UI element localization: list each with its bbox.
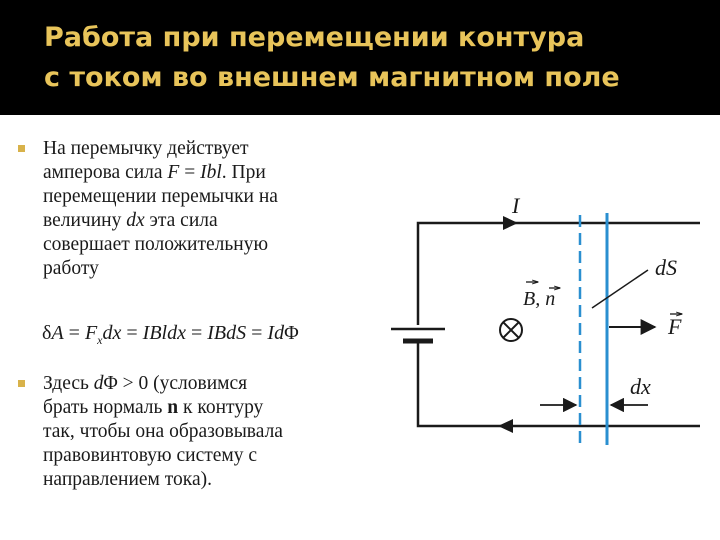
formula-part: = [185, 322, 208, 344]
text-fragment: брать нормаль [43, 397, 168, 418]
formula-part: A [51, 322, 64, 344]
title-line-1: Работа при перемещении контура [44, 22, 585, 53]
text-line: направлением тока). [43, 469, 212, 490]
text-fragment: Здесь [43, 373, 94, 394]
work-formula: δA = Fxdx = IBldx = IBdS = IdΦ [42, 322, 299, 348]
formula-part: Id [267, 322, 285, 344]
battery [391, 327, 445, 344]
text-line: работу [43, 258, 99, 279]
text-line: совершает положительную [43, 234, 269, 255]
text-line: так, чтобы она образовывала [43, 421, 283, 442]
circuit-wires [416, 221, 700, 428]
area-pointer-line [591, 269, 649, 309]
bullet-marker-1 [18, 145, 25, 152]
text-line: правовинтовую систему с [43, 445, 258, 466]
formula-part: dx [102, 322, 122, 344]
field-into-page-icon [499, 318, 523, 342]
formula-part: IBdS [207, 322, 247, 344]
symbol-Ibl: Ibl [200, 162, 222, 183]
area-label: dS [655, 255, 677, 280]
formula-part: Φ [284, 322, 299, 344]
bullet-marker-2 [18, 380, 25, 387]
symbol-dx: dx [126, 210, 145, 231]
formula-part: = [63, 322, 85, 344]
text-fragment: Φ > 0 (условимся [103, 373, 248, 394]
formula-subscript: x [97, 333, 103, 347]
bullet-text-2: Здесь dΦ > 0 (условимся брать нормаль n … [43, 372, 283, 492]
field-label: B, n [523, 288, 555, 310]
text-fragment: амперова сила [43, 162, 168, 183]
slide-content: На перемычку действует амперова сила F =… [0, 115, 720, 540]
formula-part: = [246, 322, 268, 344]
text-line: амперова сила F = Ibl. При [43, 161, 278, 185]
text-line: На перемычку действует [43, 138, 249, 159]
text-fragment: эта сила [144, 210, 218, 231]
formula-part: = [121, 322, 143, 344]
text-fragment: = [179, 162, 201, 183]
current-arrow-top [503, 216, 518, 230]
force-label: F [667, 314, 682, 339]
text-fragment: величину [43, 210, 127, 231]
title-line-2: с током во внешнем магнитном поле [44, 62, 620, 93]
formula-part: F [84, 322, 98, 344]
field-circle [499, 318, 523, 342]
current-label: I [511, 193, 521, 218]
text-fragment: . При [221, 162, 266, 183]
bottom-wire [416, 343, 700, 428]
field-cross-b [502, 321, 520, 339]
text-line: брать нормаль n к контуру [43, 396, 283, 420]
text-line: величину dx эта сила [43, 209, 278, 233]
title-bar: Работа при перемещении контура с током в… [0, 0, 720, 112]
current-arrow-bottom [498, 419, 513, 433]
text-line: перемещении перемычки на [43, 186, 278, 207]
slide-title: Работа при перемещении контура с током в… [44, 18, 704, 98]
symbol-F: F [167, 162, 180, 183]
symbol-d: d [93, 373, 104, 394]
symbol-n: n [167, 397, 179, 418]
bullet-text-1: На перемычку действует амперова сила F =… [43, 137, 278, 281]
text-line: Здесь dΦ > 0 (условимся [43, 372, 283, 396]
formula-part: δ [42, 322, 52, 344]
circuit-diagram: I dS B, n F dx [391, 193, 700, 445]
current-arrows [498, 216, 518, 433]
text-fragment: к контуру [178, 397, 264, 418]
formula-part: IBldx [142, 322, 186, 344]
displacement-label: dx [630, 374, 651, 399]
